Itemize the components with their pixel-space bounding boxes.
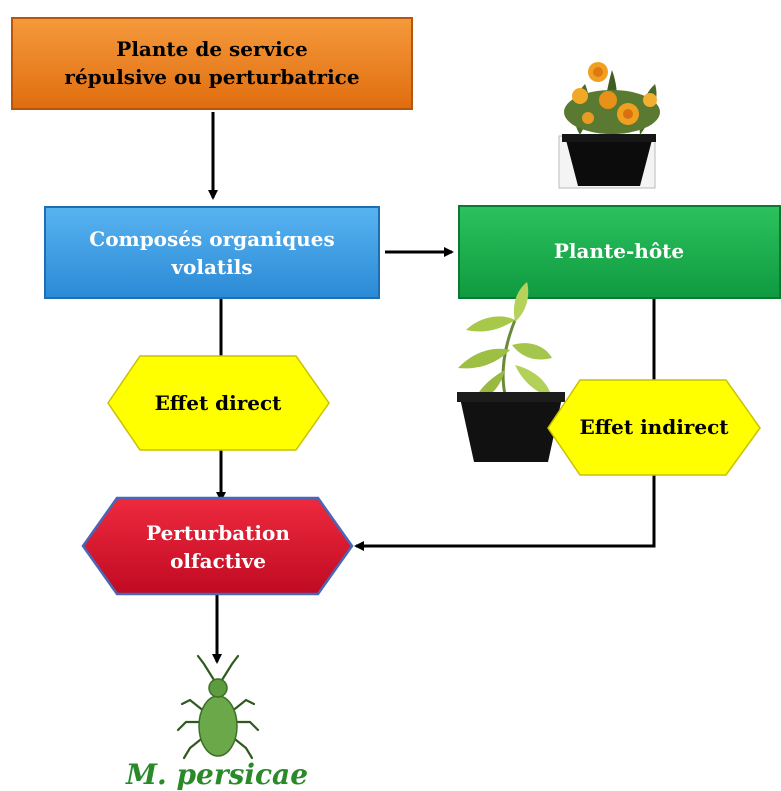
aphid-label: M. persicae — [125, 758, 308, 791]
service-plant-line1: Plante de service — [116, 37, 307, 61]
voc-line2: volatils — [170, 255, 252, 279]
voc-line1: Composés organiques — [89, 227, 334, 251]
indirect-effect-label: Effet indirect — [580, 415, 730, 439]
host-plant-node: Plante-hôte — [458, 205, 781, 299]
direct-effect-node: Effet direct — [107, 355, 330, 451]
olfactory-disruption-node: Perturbation olfactive — [81, 496, 354, 596]
olfactory-disruption-line2: olfactive — [170, 549, 266, 573]
pepper-plant-pot-icon — [457, 282, 565, 462]
arrow-indirect-to-disruption — [354, 475, 656, 551]
marigold-pot-icon — [558, 62, 660, 189]
host-plant-label: Plante-hôte — [554, 239, 684, 263]
connectors — [208, 112, 656, 664]
service-plant-line2: répulsive ou perturbatrice — [64, 65, 359, 89]
indirect-effect-node: Effet indirect — [547, 379, 761, 476]
service-plant-node: Plante de service répulsive ou perturbat… — [11, 17, 413, 110]
voc-node: Composés organiques volatils — [44, 206, 380, 299]
direct-effect-label: Effet direct — [155, 391, 283, 415]
aphid-icon — [176, 654, 260, 760]
olfactory-disruption-line1: Perturbation — [146, 521, 290, 545]
